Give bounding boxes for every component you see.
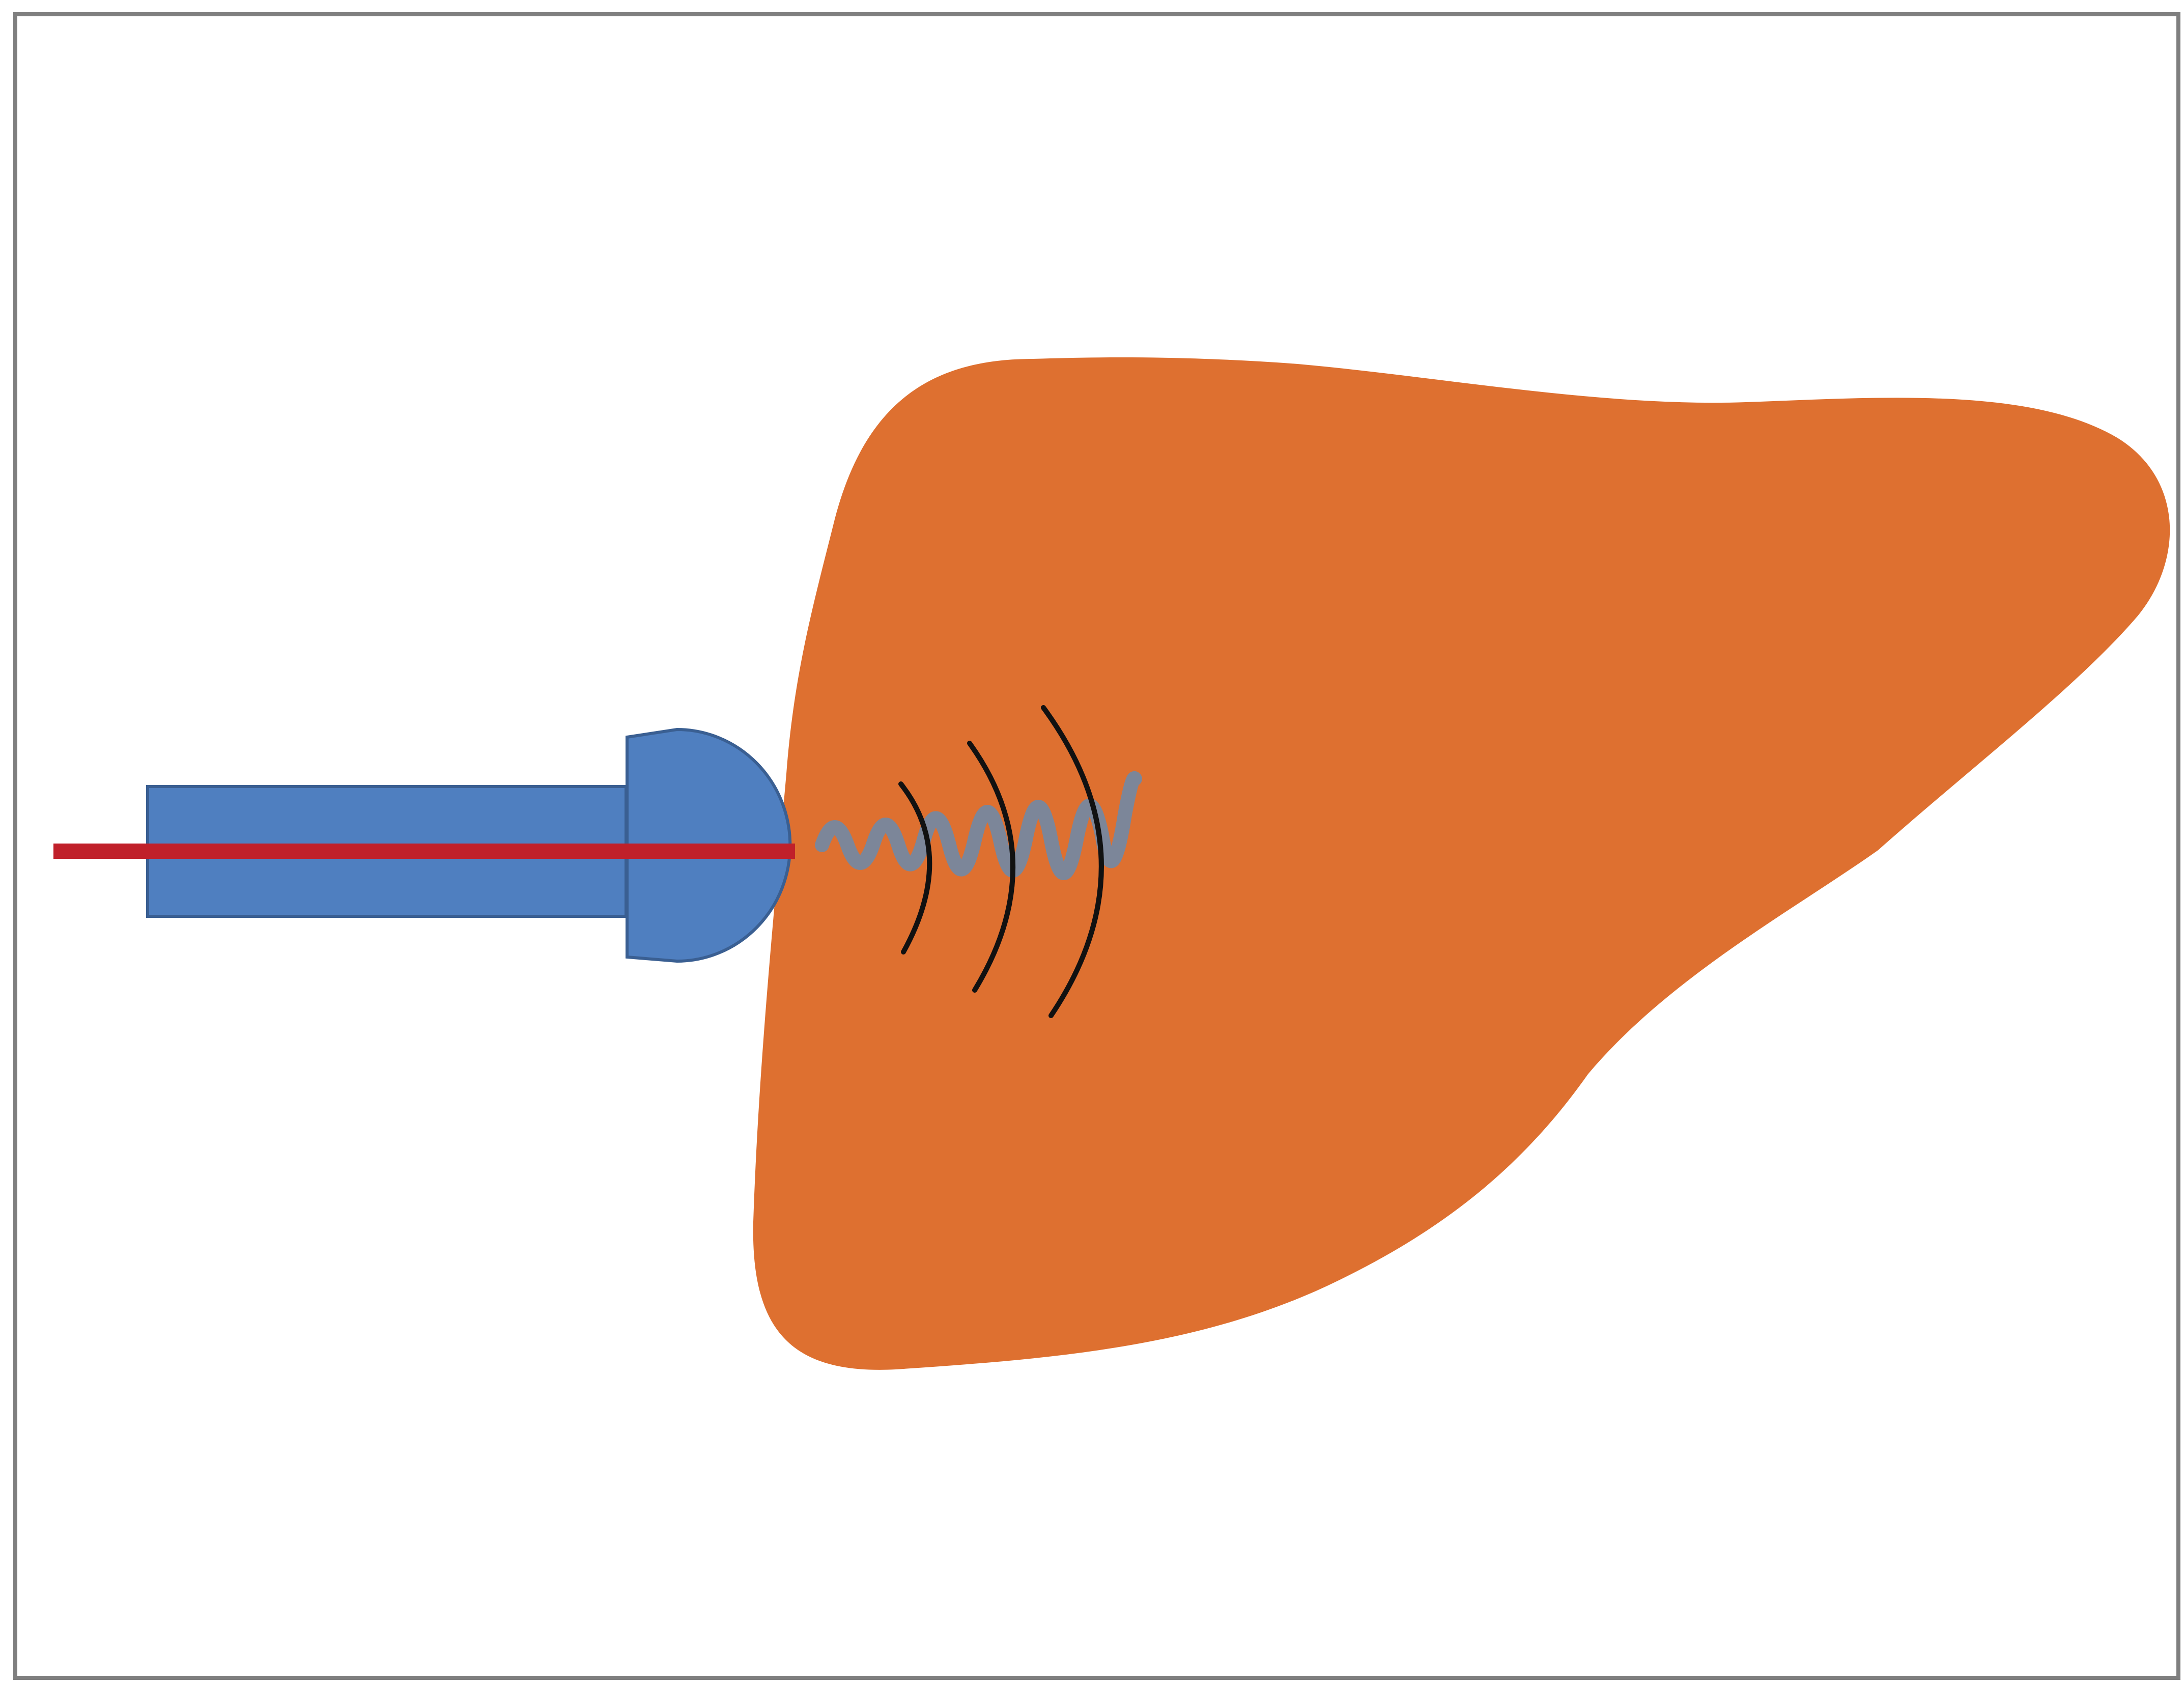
diagram-svg [0, 0, 2184, 1684]
diagram-canvas [0, 0, 2184, 1684]
